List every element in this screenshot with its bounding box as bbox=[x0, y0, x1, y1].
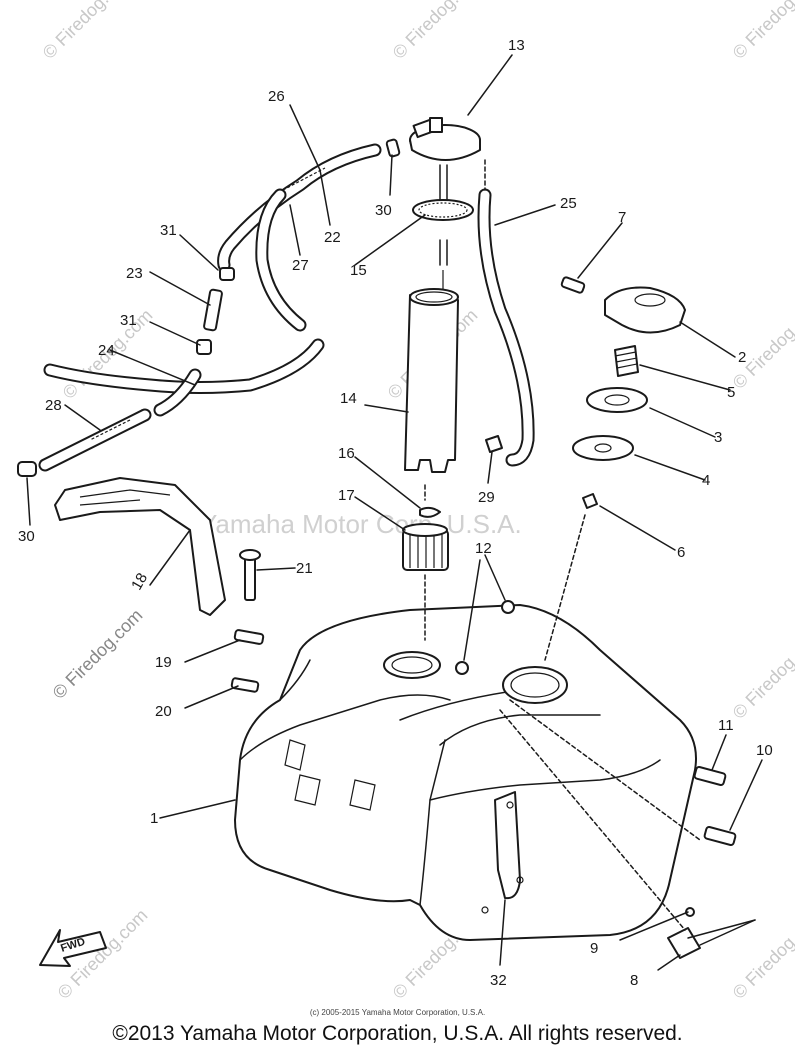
callout-14: 14 bbox=[340, 390, 357, 407]
watermark: © Firedog.com bbox=[389, 0, 487, 63]
watermark: © Firedog.com bbox=[49, 605, 147, 703]
callout-12: 12 bbox=[475, 540, 492, 557]
fwd-arrow: FWD bbox=[39, 929, 107, 967]
callout-10: 10 bbox=[756, 742, 773, 759]
watermark: © Firedog.com bbox=[39, 0, 137, 63]
callout-30b: 30 bbox=[18, 528, 35, 545]
callout-8: 8 bbox=[630, 972, 638, 989]
callout-4: 4 bbox=[702, 472, 710, 489]
callout-32: 32 bbox=[490, 972, 507, 989]
watermark: © Firedog.com bbox=[729, 295, 795, 393]
callout-16: 16 bbox=[338, 445, 355, 462]
callout-31b: 31 bbox=[120, 312, 137, 329]
callout-28: 28 bbox=[45, 397, 62, 414]
callout-1: 1 bbox=[150, 810, 158, 827]
callout-labels: 13 26 30 22 27 15 25 7 2 5 3 4 6 31 23 3… bbox=[18, 37, 773, 989]
fuel-hoses bbox=[17, 138, 503, 477]
callout-27: 27 bbox=[292, 257, 309, 274]
callout-3: 3 bbox=[714, 429, 722, 446]
sender-unit bbox=[409, 117, 481, 290]
callout-6: 6 bbox=[677, 544, 685, 561]
leader-lines bbox=[26, 54, 763, 971]
callout-15: 15 bbox=[350, 262, 367, 279]
gasket-ring bbox=[412, 199, 474, 221]
copyright-small: (c) 2005-2015 Yamaha Motor Corporation, … bbox=[309, 1008, 486, 1017]
callout-2: 2 bbox=[738, 349, 746, 366]
callout-17: 17 bbox=[338, 487, 355, 504]
callout-18: 18 bbox=[128, 570, 151, 593]
watermark-center: Yamaha Motor Corp, U.S.A. bbox=[200, 509, 522, 539]
callout-19: 19 bbox=[155, 654, 172, 671]
callout-20: 20 bbox=[155, 703, 172, 720]
callout-29: 29 bbox=[478, 489, 495, 506]
callout-9: 9 bbox=[590, 940, 598, 957]
fuel-filter bbox=[402, 484, 449, 641]
watermark: © Firedog.com bbox=[729, 625, 795, 723]
callout-31a: 31 bbox=[160, 222, 177, 239]
fuel-tank bbox=[234, 604, 697, 941]
callout-24: 24 bbox=[98, 342, 115, 359]
bracket-assembly bbox=[54, 477, 265, 693]
copyright-notice: ©2013 Yamaha Motor Corporation, U.S.A. A… bbox=[112, 1022, 683, 1045]
filler-cap-assembly bbox=[544, 276, 686, 661]
callout-13: 13 bbox=[508, 37, 525, 54]
callout-26: 26 bbox=[268, 88, 285, 105]
callout-7: 7 bbox=[618, 209, 626, 226]
vent-hose bbox=[477, 159, 535, 467]
filter-tube bbox=[404, 288, 459, 473]
callout-22: 22 bbox=[324, 229, 341, 246]
callout-21: 21 bbox=[296, 560, 313, 577]
watermark: © Firedog.com bbox=[729, 905, 795, 1003]
callout-11: 11 bbox=[718, 717, 734, 734]
callout-5: 5 bbox=[727, 384, 735, 401]
callout-30a: 30 bbox=[375, 202, 392, 219]
small-hardware bbox=[455, 600, 737, 959]
watermark: © Firedog.com bbox=[729, 0, 795, 63]
callout-23: 23 bbox=[126, 265, 143, 282]
callout-25: 25 bbox=[560, 195, 577, 212]
